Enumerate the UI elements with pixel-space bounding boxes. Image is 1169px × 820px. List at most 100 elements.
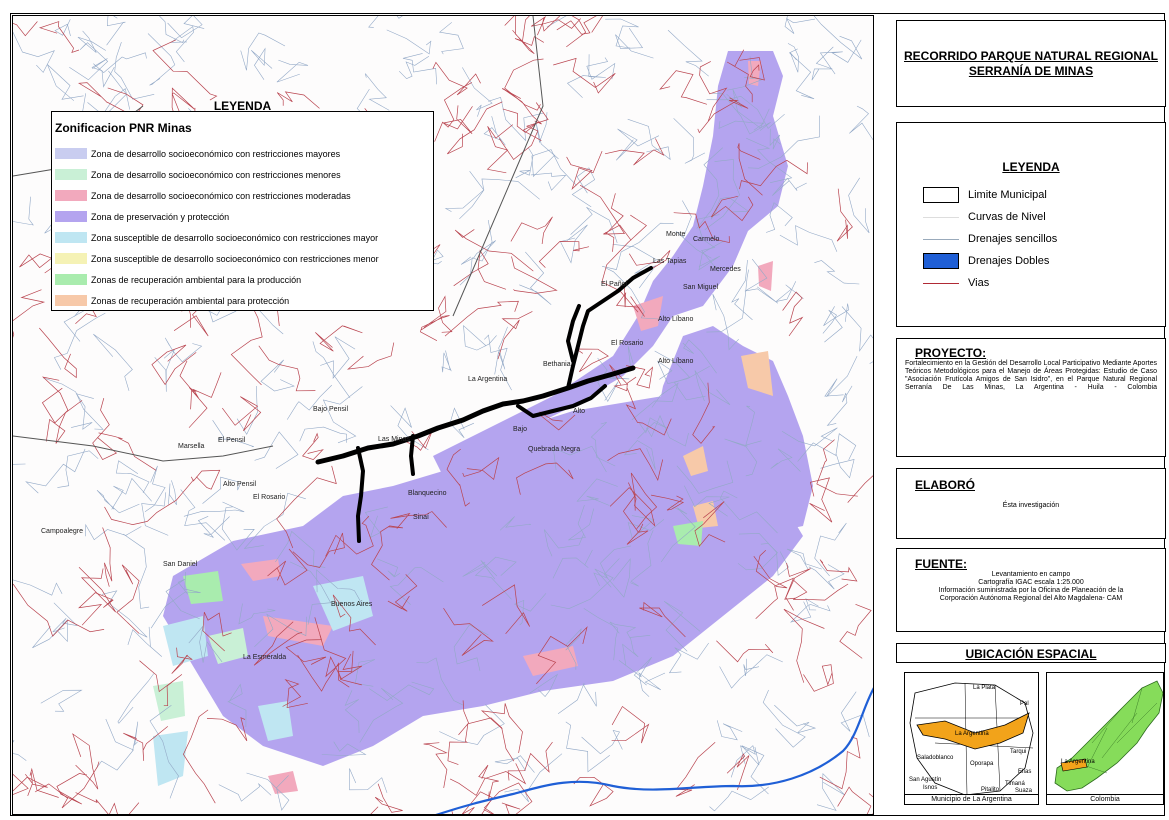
network-segment: [188, 625, 223, 663]
zone-swatch: [55, 190, 87, 201]
network-segment: [123, 533, 150, 609]
network-segment: [743, 658, 760, 676]
legend-item-label: Vias: [968, 277, 990, 289]
network-segment: [504, 58, 544, 111]
network-segment: [222, 396, 262, 432]
network-segment: [13, 31, 55, 73]
mini-label: La Argentina: [1061, 759, 1095, 765]
zone-recovery-production-1: [183, 571, 223, 604]
network-segment: [45, 400, 83, 444]
mini-label: Timaná: [1005, 781, 1025, 787]
zone-legend-row: Zonas de recuperación ambiental para la …: [52, 269, 433, 290]
network-segment: [593, 545, 632, 587]
network-segment: [615, 27, 654, 59]
network-segment: [168, 480, 177, 505]
network-segment: [416, 657, 464, 706]
network-segment: [820, 454, 855, 479]
network-segment: [221, 506, 255, 551]
mini-label: La Plata: [973, 685, 996, 691]
network-segment: [276, 465, 337, 549]
network-segment: [453, 624, 489, 672]
network-segment: [164, 337, 203, 363]
network-segment: [719, 654, 783, 689]
network-segment: [581, 730, 623, 755]
network-segment: [765, 202, 793, 233]
network-segment: [516, 462, 574, 495]
zone-protection-recovery-3: [693, 501, 718, 528]
zone-swatch: [55, 295, 87, 306]
network-segment: [849, 105, 873, 141]
network-segment: [449, 763, 527, 796]
network-segment: [390, 511, 447, 529]
network-segment: [737, 143, 763, 196]
network-segment: [230, 300, 263, 386]
network-segment: [359, 687, 404, 743]
network-segment: [793, 579, 849, 601]
network-segment: [376, 558, 401, 578]
zone-moderate-1: [241, 559, 281, 581]
zone-swatch: [55, 211, 87, 222]
network-segment: [808, 564, 845, 590]
network-segment: [286, 384, 333, 420]
network-segment: [488, 97, 544, 142]
ubicacion-title: UBICACIÓN ESPACIAL: [965, 647, 1097, 661]
zone-legend-row: Zona de desarrollo socioeconómico con re…: [52, 164, 433, 185]
legend-item-label: Curvas de Nivel: [968, 211, 1046, 223]
fuente-line: Levantamiento en campo: [991, 571, 1071, 578]
network-segment: [712, 92, 771, 135]
network-segment: [389, 567, 444, 605]
network-segment: [772, 177, 807, 196]
network-segment: [92, 398, 118, 461]
network-segment: [52, 602, 78, 633]
network-segment: [462, 700, 515, 762]
network-segment: [13, 579, 63, 596]
map-canvas: [13, 16, 873, 814]
route-branch-south: [356, 446, 365, 543]
network-segment: [462, 560, 498, 580]
network-segment: [13, 21, 38, 37]
municipio-locator-map[interactable]: La Plata Pal La Argentina Tarqui Saladob…: [904, 672, 1039, 805]
network-segment: [276, 59, 309, 83]
network-segment: [183, 709, 216, 804]
network-segment: [183, 501, 245, 517]
network-segment: [116, 564, 140, 634]
network-segment: [38, 21, 80, 53]
network-segment: [275, 530, 326, 568]
network-segment: [56, 773, 87, 805]
network-segment: [513, 593, 547, 626]
drainage-line-icon: [923, 232, 959, 246]
zoning-legend: LEYENDA Zonificacion PNR Minas Zona de d…: [51, 99, 434, 311]
network-segment: [684, 485, 730, 517]
network-segment: [85, 523, 142, 541]
place-label: Buenos Aires: [331, 601, 373, 608]
network-segment: [536, 626, 588, 685]
zone-moderate-2: [263, 616, 333, 646]
network-segment: [236, 385, 259, 435]
network-segment: [697, 97, 749, 134]
network-segment: [454, 229, 534, 272]
network-segment: [783, 608, 825, 683]
network-segment: [53, 312, 106, 370]
zoning-legend-list: Zona de desarrollo socioeconómico con re…: [52, 143, 433, 311]
colombia-locator-map[interactable]: La Argentina Colombia: [1046, 672, 1164, 805]
network-segment: [322, 386, 363, 444]
network-segment: [282, 678, 308, 709]
network-segment: [604, 138, 665, 166]
network-segment: [568, 505, 594, 541]
zone-label: Zona de preservación y protección: [91, 211, 230, 222]
main-map[interactable]: Monte Carmelo Mercedes Las Tapias San Mi…: [12, 15, 874, 815]
network-segment: [819, 559, 858, 582]
network-segment: [368, 16, 403, 28]
network-segment: [762, 689, 806, 748]
zone-legend-row: Zona de desarrollo socioeconómico con re…: [52, 185, 433, 206]
network-segment: [788, 48, 815, 100]
legend-item-label: Drenajes Dobles: [968, 255, 1050, 267]
network-segment: [694, 370, 731, 405]
network-segment: [75, 792, 140, 814]
network-segment: [149, 704, 179, 799]
place-label: Campoalegre: [41, 528, 84, 535]
network-segment: [54, 19, 71, 37]
network-segment: [609, 482, 656, 527]
zone-legend-row: Zona susceptible de desarrollo socioecon…: [52, 248, 433, 269]
mini-label: Tarqui: [1010, 749, 1027, 755]
